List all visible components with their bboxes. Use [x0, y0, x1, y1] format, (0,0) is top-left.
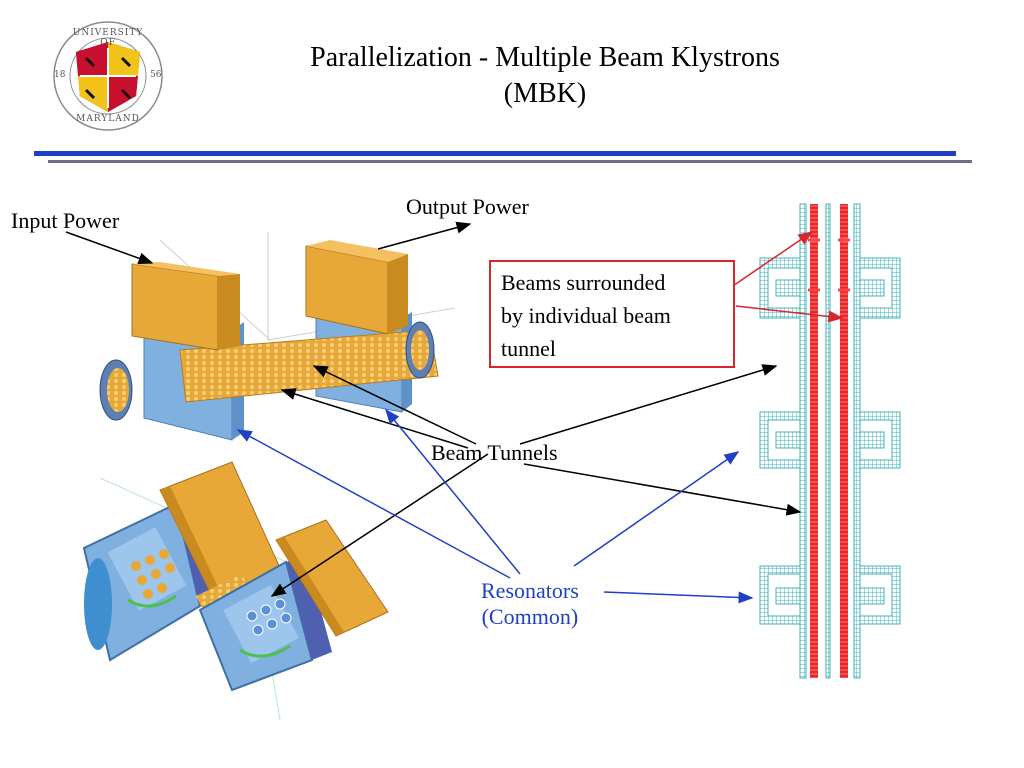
logo-bottom-text: MARYLAND — [76, 114, 140, 124]
callout-line-3: tunnel — [501, 336, 556, 361]
logo-year-left: 18 — [54, 70, 66, 80]
logo-top-text: UNIVERSITY OF — [72, 28, 144, 48]
title-line-2: (MBK) — [503, 78, 587, 109]
output-power-label: Output Power — [406, 194, 529, 219]
title-rule-gray — [48, 160, 972, 163]
annotation-arrows — [65, 221, 844, 604]
callout-line-2: by individual beam — [501, 303, 671, 328]
beam-tunnels-label: Beam Tunnels — [431, 440, 558, 465]
mbk-3d-model-cutaway — [82, 461, 389, 721]
university-seal-icon — [53, 21, 163, 131]
page-title: Parallelization - Multiple Beam Klystron… — [230, 40, 860, 112]
title-rule-blue — [34, 151, 956, 156]
mbk-3d-model-top — [99, 232, 456, 441]
beams-callout-box: Beams surrounded by individual beam tunn… — [489, 260, 735, 368]
mbk-cross-section — [759, 203, 901, 679]
resonators-line-2: (Common) — [481, 604, 579, 629]
title-line-1: Parallelization - Multiple Beam Klystron… — [310, 42, 780, 73]
electron-beam-right — [840, 204, 848, 678]
resonators-line-1: Resonators — [481, 578, 579, 603]
electron-beam-left — [810, 204, 818, 678]
logo-text: UNIVERSITY OF MARYLAND 18 56 — [54, 22, 162, 130]
input-power-label: Input Power — [11, 208, 120, 233]
resonators-label: Resonators (Common) — [481, 578, 579, 630]
callout-line-1: Beams surrounded — [501, 270, 666, 295]
logo-year-right: 56 — [150, 70, 162, 80]
